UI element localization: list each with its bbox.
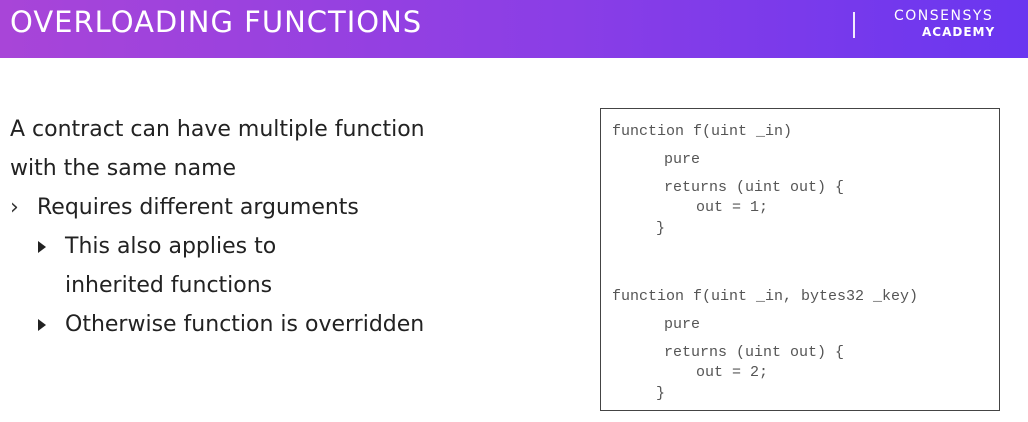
- bullet-list: A contract can have multiple function wi…: [10, 110, 570, 344]
- bullet-main-line-2: with the same name: [10, 156, 237, 181]
- bullet-sub-1-2: Otherwise function is overridden: [10, 305, 570, 344]
- brand-subname: ACADEMY: [922, 25, 996, 39]
- bullet-sub-1-1-text: This also applies to: [65, 234, 277, 259]
- bullet-sub-1-1-continued: inherited functions: [65, 273, 273, 298]
- bullet-sub-1-1: This also applies to: [10, 227, 570, 266]
- code-line: }: [656, 385, 666, 402]
- triangle-bullet-icon: [38, 319, 46, 331]
- header-divider: [853, 12, 855, 38]
- header-bar: OVERLOADING FUNCTIONS CONSENSYS ACADEMY: [0, 0, 1028, 58]
- bullet-sub-1: › Requires different arguments: [10, 188, 570, 227]
- code-line: pure: [664, 316, 701, 333]
- code-line: function f(uint _in): [612, 123, 793, 140]
- brand-logo: CONSENSYS ACADEMY: [894, 8, 995, 40]
- triangle-bullet-icon: [38, 241, 46, 253]
- chevron-right-icon: ›: [10, 195, 19, 220]
- bullet-main-line-1: A contract can have multiple function: [10, 117, 425, 142]
- slide-title: OVERLOADING FUNCTIONS: [10, 5, 423, 39]
- bullet-sub-1-text: Requires different arguments: [37, 195, 359, 220]
- code-line: out = 1;: [696, 199, 769, 216]
- code-line: returns (uint out) {: [664, 179, 845, 196]
- code-line: pure: [664, 151, 701, 168]
- code-line: }: [656, 220, 666, 237]
- code-line: out = 2;: [696, 364, 769, 381]
- code-example-box: function f(uint _in) pure returns (uint …: [600, 108, 1000, 411]
- code-line: function f(uint _in, bytes32 _key): [612, 288, 919, 305]
- brand-name: CONSENSYS: [894, 8, 994, 24]
- bullet-sub-1-2-text: Otherwise function is overridden: [65, 312, 425, 337]
- code-line: returns (uint out) {: [664, 344, 845, 361]
